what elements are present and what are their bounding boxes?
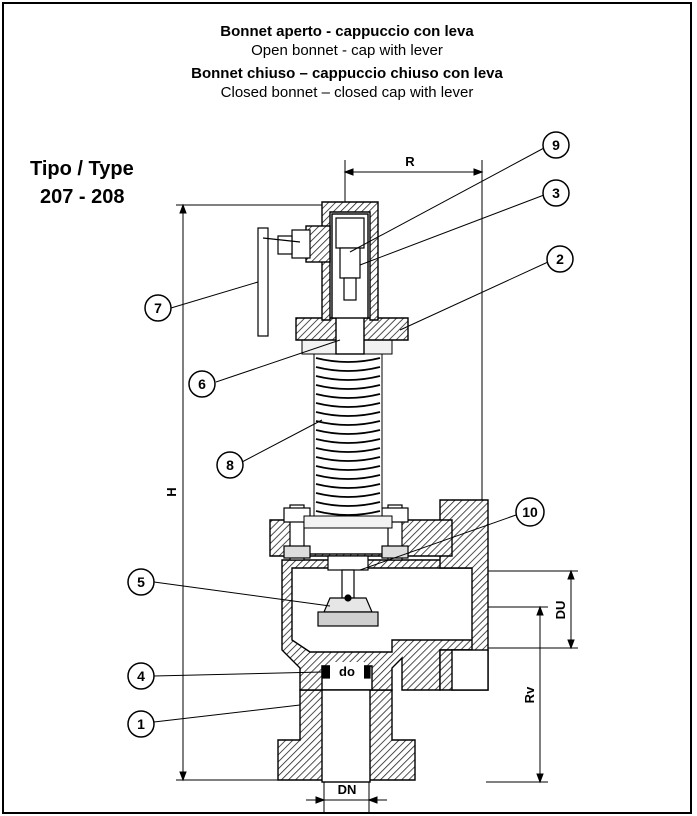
spring-coil — [315, 357, 381, 363]
spring-coil — [315, 402, 381, 408]
spring-coil — [315, 510, 381, 516]
type-label-block: Tipo / Type 207 - 208 — [30, 155, 134, 211]
title-open-bonnet-en: Open bonnet - cap with lever — [251, 42, 443, 59]
title-block: Bonnet aperto - cappuccio con leva Open … — [4, 22, 690, 102]
lever-assembly — [257, 217, 365, 337]
dimension-labels: R H DU Rv do DN — [164, 154, 568, 797]
spring-coil — [315, 429, 381, 435]
dimension-do-label: do — [339, 664, 355, 679]
callout-6: 6 — [188, 370, 216, 398]
spring-coil — [315, 465, 381, 471]
callout-8: 8 — [216, 451, 244, 479]
callout-10-label: 10 — [522, 504, 538, 520]
callout-4: 4 — [127, 662, 155, 690]
callout-3-label: 3 — [552, 185, 560, 201]
type-models: 207 - 208 — [40, 186, 125, 208]
callout-leaders — [153, 147, 549, 723]
callout-9-label: 9 — [552, 137, 560, 153]
callout-2: 2 — [546, 245, 574, 273]
callout-5-label: 5 — [137, 574, 145, 590]
callout-10: 10 — [515, 497, 545, 527]
dimension-rv-label: Rv — [522, 686, 537, 703]
spring-coil — [315, 474, 381, 480]
spring-coil — [315, 447, 381, 453]
valve-body — [269, 499, 489, 783]
disc-assembly — [317, 555, 379, 679]
spring-coil — [315, 456, 381, 462]
callout-1-label: 1 — [137, 716, 145, 732]
callout-2-label: 2 — [556, 251, 564, 267]
title-closed-bonnet-it: Bonnet chiuso – cappuccio chiuso con lev… — [191, 65, 503, 82]
title-open-bonnet-it: Bonnet aperto - cappuccio con leva — [220, 23, 474, 40]
callout-8-label: 8 — [226, 457, 234, 473]
callout-6-label: 6 — [198, 376, 206, 392]
callout-4-label: 4 — [137, 668, 145, 684]
spring-coils — [315, 357, 381, 516]
spring-coil — [315, 375, 381, 381]
spring-coil — [315, 420, 381, 426]
spring-coil — [315, 492, 381, 498]
spring-coil — [315, 483, 381, 489]
spring-coil — [315, 393, 381, 399]
callout-9: 9 — [542, 131, 570, 159]
spring-coil — [315, 384, 381, 390]
callout-7-label: 7 — [154, 300, 162, 316]
dimension-du-label: DU — [553, 601, 568, 620]
spring-coil — [315, 501, 381, 507]
spring-coil — [315, 366, 381, 372]
dimension-lines — [176, 160, 578, 812]
dimension-h-label: H — [164, 487, 179, 496]
dimension-r-label: R — [405, 154, 415, 169]
spring-coil — [315, 411, 381, 417]
title-closed-bonnet-en: Closed bonnet – closed cap with lever — [220, 84, 474, 101]
type-label: Tipo / Type — [30, 158, 134, 180]
callout-3: 3 — [542, 179, 570, 207]
spring-coil — [315, 438, 381, 444]
callout-7: 7 — [144, 294, 172, 322]
callout-5: 5 — [127, 568, 155, 596]
dimension-dn-label: DN — [338, 782, 357, 797]
callouts: 9 3 2 7 6 8 10 5 — [127, 131, 574, 738]
callout-1: 1 — [127, 710, 155, 738]
